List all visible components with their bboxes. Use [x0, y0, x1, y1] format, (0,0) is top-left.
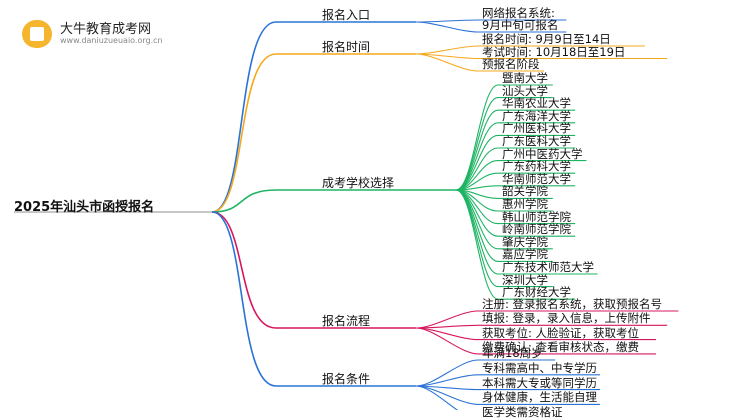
leaf-connector-4-2: [415, 385, 600, 391]
leaf-0-1: 9月中旬可报名: [482, 18, 559, 32]
branch-connector-4: [211, 211, 416, 387]
leaf-2-1: 汕头大学: [502, 83, 548, 98]
leaf-2-17: 广东财经大学: [502, 285, 571, 300]
root-node: 2025年汕头市函授报名: [14, 200, 155, 215]
mindmap-connectors: [14, 19, 679, 410]
leaf-3-2: 获取考位: 人脸验证，获取考位: [482, 325, 640, 340]
leaf-2-13: 肇庆学院: [502, 234, 548, 249]
leaf-2-8: 华南师范大学: [502, 171, 571, 186]
branch-connector-2: [211, 189, 416, 213]
leaf-2-10: 惠州学院: [502, 197, 548, 211]
branch-label-0: 报名入口: [322, 8, 371, 22]
leaf-connector-0-1: [415, 21, 567, 33]
leaf-connector-2-0: [455, 84, 553, 191]
leaf-3-0: 注册: 登录报名系统，获取预报名号: [482, 297, 663, 311]
leaf-1-2: 预报名阶段: [482, 57, 540, 71]
leaf-2-2: 华南农业大学: [502, 96, 571, 111]
branch-connector-0: [211, 21, 416, 213]
leaf-2-6: 广州中医药大学: [502, 146, 583, 161]
leaf-4-3: 身体健康，生活能自理: [482, 390, 597, 405]
leaf-2-4: 广州医科大学: [502, 121, 571, 136]
leaf-2-3: 广东海洋大学: [502, 108, 571, 123]
leaf-3-3: 缴费确认: 查看审核状态，缴费: [482, 339, 640, 354]
branch-label-4: 报名条件: [322, 372, 371, 386]
leaf-connector-3-3: [415, 327, 656, 355]
logo-site-name: 大牛教育成考网: [60, 22, 152, 37]
branch-connector-1: [211, 53, 416, 213]
leaf-2-11: 韩山师范学院: [502, 209, 571, 224]
leaf-2-15: 广东技术师范大学: [502, 260, 594, 274]
branch-label-1: 报名时间: [322, 40, 371, 54]
leaf-4-1: 专科需高中、中专学历: [482, 360, 597, 375]
leaf-connector-4-4: [415, 385, 459, 410]
leaf-2-5: 广东医科大学: [502, 134, 571, 148]
leaf-2-12: 岭南师范学院: [502, 222, 571, 237]
leaf-connector-2-2: [455, 109, 576, 191]
leaf-2-0: 暨南大学: [502, 71, 548, 85]
book-icon: [30, 27, 44, 41]
branch-connector-3: [211, 211, 416, 329]
branch-label-3: 报名流程: [322, 314, 371, 328]
leaf-0-0: 网络报名系统:: [482, 6, 555, 20]
leaf-4-2: 本科需大专或等同学历: [482, 375, 597, 390]
branch-label-2: 成考学校选择: [322, 176, 395, 190]
leaf-4-0: 年满18周岁: [482, 346, 543, 360]
leaf-2-14: 嘉应学院: [502, 247, 548, 262]
leaf-4-4: 医学类需资格证: [482, 405, 563, 419]
leaf-connector-2-3: [455, 122, 576, 191]
leaf-connector-2-17: [455, 189, 576, 300]
logo-site-url: www.daniuzueuaio.org.cn: [60, 36, 163, 45]
leaf-1-1: 考试时间: 10月18日至19日: [482, 44, 626, 59]
leaf-2-16: 深圳大学: [502, 272, 548, 287]
leaf-connector-2-1: [455, 97, 553, 191]
leaf-connector-1-2: [415, 53, 544, 72]
leaf-3-1: 填报: 登录，录入信息，上传附件: [482, 311, 651, 326]
leaf-2-7: 广东药科大学: [502, 159, 571, 174]
leaf-2-9: 韶关学院: [502, 184, 548, 199]
leaf-1-0: 报名时间: 9月9日至14日: [482, 32, 611, 46]
site-logo[interactable]: 大牛教育成考网 www.daniuzueuaio.org.cn: [14, 14, 184, 54]
